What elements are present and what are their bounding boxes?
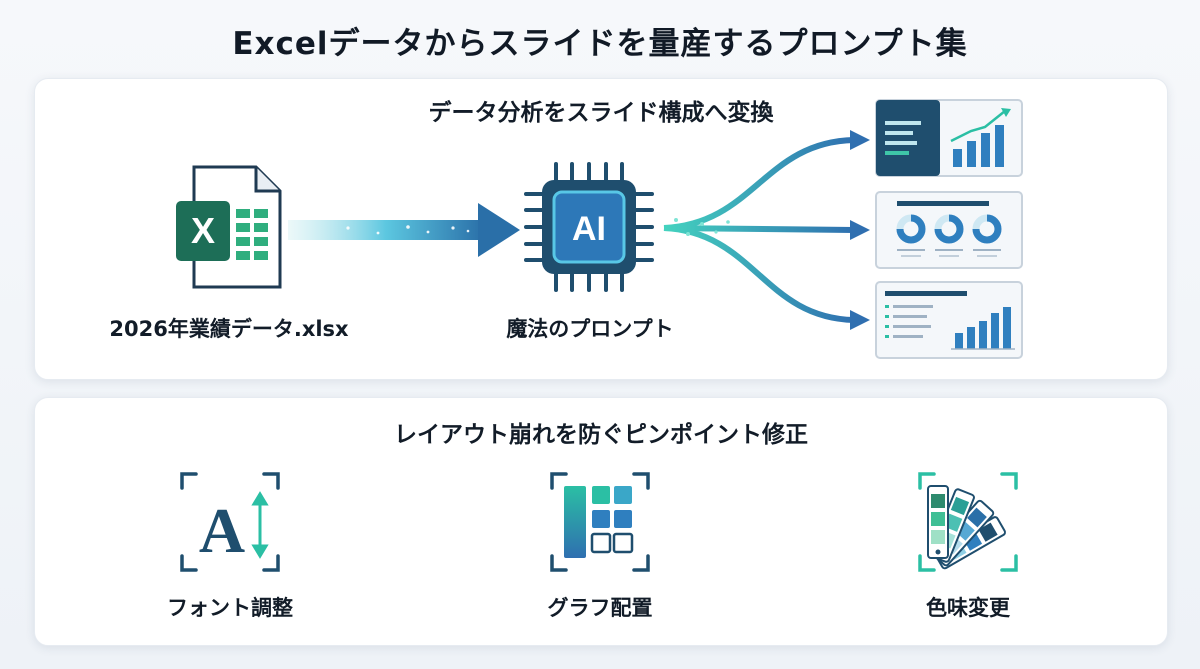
conversion-title: データ分析をスライド構成へ変換: [428, 100, 774, 126]
slide-thumbnail-bar-chart: [875, 99, 1023, 177]
excel-file-label: 2026年業績データ.xlsx: [109, 317, 349, 341]
color-change-label: 色味変更: [926, 596, 1010, 620]
excel-file-icon: X: [176, 165, 282, 289]
data-flow-arrow: [288, 203, 520, 257]
ai-letters: AI: [572, 210, 606, 248]
page-title: Excelデータからスライドを量産するプロンプト集: [232, 26, 968, 62]
magic-prompt-label: 魔法のプロンプト: [506, 317, 674, 341]
color-palette-icon: [918, 472, 1018, 572]
slide-thumbnail-donut-charts: [875, 191, 1023, 269]
font-size-icon: A: [180, 472, 280, 572]
font-glyph: A: [199, 495, 245, 566]
grid-layout-icon: [550, 472, 650, 572]
graph-layout-label: グラフ配置: [547, 596, 653, 620]
branch-arrows: [663, 130, 870, 330]
ai-chip-icon: AI: [524, 162, 654, 292]
font-adjust-label: フォント調整: [167, 596, 293, 620]
excel-letter: X: [191, 210, 215, 251]
fix-title: レイアウト崩れを防ぐピンポイント修正: [394, 422, 808, 448]
slide-thumbnail-list-chart: [875, 281, 1023, 359]
